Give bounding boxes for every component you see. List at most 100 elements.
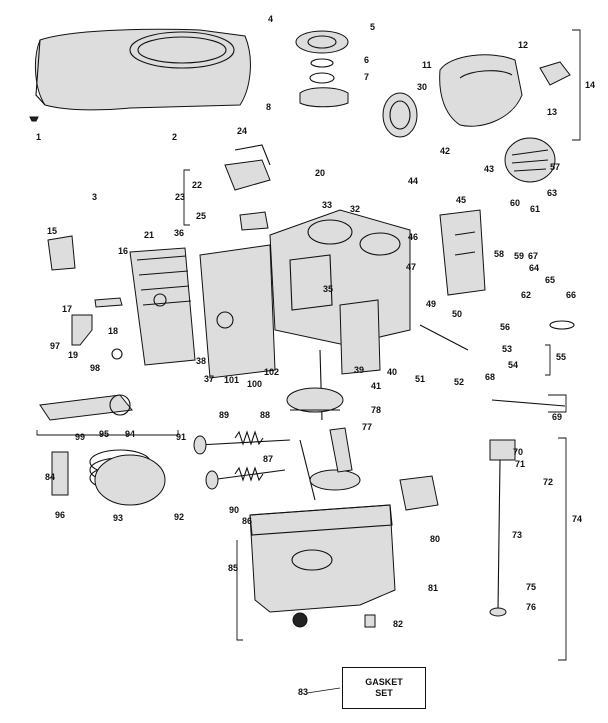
callout-66: 66 [566,290,576,300]
callout-8: 8 [266,102,271,112]
callout-90: 90 [229,505,239,515]
callout-14: 14 [585,80,595,90]
callout-84: 84 [45,472,55,482]
callout-35: 35 [323,284,333,294]
connecting-rod [39,394,133,421]
small-hardware [47,235,575,628]
callout-24: 24 [237,126,247,136]
gasket-line-2: SET [375,688,393,698]
callout-12: 12 [518,40,528,50]
callout-38: 38 [196,356,206,366]
crankshaft [286,349,344,421]
callout-60: 60 [510,198,520,208]
callout-91: 91 [176,432,186,442]
callout-58: 58 [494,249,504,259]
callout-45: 45 [456,195,466,205]
blower-housing [35,28,251,111]
group-brackets [36,29,581,661]
callout-86: 86 [242,516,252,526]
callout-13: 13 [547,107,557,117]
callout-63: 63 [547,188,557,198]
camshaft [299,427,361,501]
callout-40: 40 [387,367,397,377]
callout-53: 53 [502,344,512,354]
callout-41: 41 [371,381,381,391]
callout-101: 101 [224,375,239,385]
rotating-screen [295,30,349,108]
callout-59: 59 [514,251,524,261]
callout-73: 73 [512,530,522,540]
callout-97: 97 [50,341,60,351]
callout-5: 5 [370,22,375,32]
callout-50: 50 [452,309,462,319]
gasket-leader [306,687,341,694]
callout-57: 57 [550,162,560,172]
callout-100: 100 [247,379,262,389]
callout-54: 54 [508,360,518,370]
cylinder-block [199,209,411,379]
callout-17: 17 [62,304,72,314]
callout-7: 7 [364,72,369,82]
callout-19: 19 [68,350,78,360]
callout-82: 82 [393,619,403,629]
callout-56: 56 [500,322,510,332]
oil-pan-base [249,504,396,613]
callout-74: 74 [572,514,582,524]
callout-51: 51 [415,374,425,384]
callout-33: 33 [322,200,332,210]
callout-99: 99 [75,432,85,442]
callout-102: 102 [264,367,279,377]
callout-85: 85 [228,563,238,573]
callout-2: 2 [172,132,177,142]
gasket-set-box: GASKET SET [342,667,426,709]
callout-36: 36 [174,228,184,238]
callout-23: 23 [175,192,185,202]
callout-3: 3 [92,192,97,202]
callout-6: 6 [364,55,369,65]
callout-47: 47 [406,262,416,272]
callout-15: 15 [47,226,57,236]
callout-61: 61 [530,204,540,214]
callout-20: 20 [315,168,325,178]
callout-4: 4 [268,14,273,24]
callout-18: 18 [108,326,118,336]
callout-25: 25 [196,211,206,221]
callout-16: 16 [118,246,128,256]
callout-80: 80 [430,534,440,544]
link-rod [491,399,566,407]
callout-64: 64 [529,263,539,273]
callout-75: 75 [526,582,536,592]
callout-88: 88 [260,410,270,420]
callout-32: 32 [350,204,360,214]
governor-bracket [224,144,271,231]
callout-87: 87 [263,454,273,464]
callout-83: 83 [298,687,308,697]
dipstick-tube [489,439,516,617]
screw-1 [29,116,39,122]
callout-69: 69 [552,412,562,422]
callout-98: 98 [90,363,100,373]
callout-39: 39 [354,365,364,375]
control-bracket [439,209,486,296]
callout-81: 81 [428,583,438,593]
callout-68: 68 [485,372,495,382]
callout-55: 55 [556,352,566,362]
callout-21: 21 [144,230,154,240]
callout-77: 77 [362,422,372,432]
callout-93: 93 [113,513,123,523]
callout-65: 65 [545,275,555,285]
callout-52: 52 [454,377,464,387]
callout-46: 46 [408,232,418,242]
callout-11: 11 [422,60,432,70]
piston-rings [51,449,166,506]
cylinder-head-left [129,247,196,366]
callout-67: 67 [528,251,538,261]
callout-22: 22 [192,180,202,190]
callout-30: 30 [417,82,427,92]
gasket-line-1: GASKET [365,677,403,687]
callout-94: 94 [125,429,135,439]
callout-1: 1 [36,132,41,142]
